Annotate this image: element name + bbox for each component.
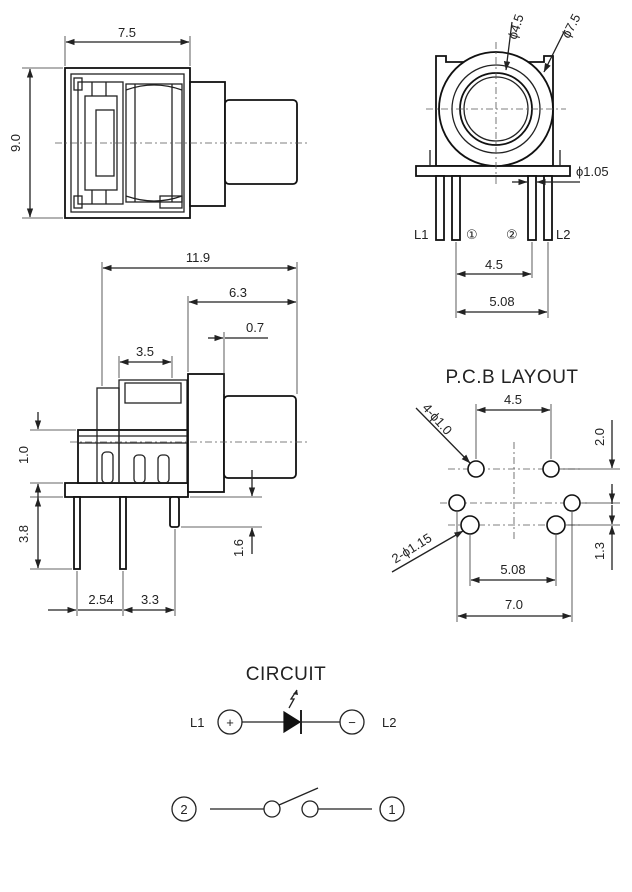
pcb-hole-bottom-right: [546, 515, 566, 535]
dim-cap-step: 0.7: [246, 320, 264, 335]
top-view-cap: [224, 99, 298, 185]
led-emission-icon: [288, 689, 298, 709]
front-view: ϕ4.5 ϕ7.5 ϕ1.05 L1 ① ② L2 4.5 5.08: [414, 11, 609, 318]
pin-l2: [543, 175, 553, 241]
side-pin-back: [119, 496, 127, 570]
switch-contact-left: [263, 800, 281, 818]
dim-peg-length: 1.6: [231, 539, 246, 557]
circuit-title: CIRCUIT: [246, 664, 327, 685]
pcb-hole-top-left: [467, 460, 485, 478]
dim-pcb-bottom-pitch: 5.08: [500, 562, 525, 577]
label-l1: L1: [414, 227, 428, 242]
circuit: CIRCUIT L1 + − L2 2 1: [171, 664, 405, 822]
dim-lens-diameter: ϕ4.5: [505, 12, 527, 41]
label-pin1: ①: [466, 227, 478, 242]
side-peg: [169, 496, 180, 528]
dim-pitch-outer: 5.08: [489, 294, 514, 309]
dim-inner-length: 3.5: [136, 344, 154, 359]
circuit-minus-sign: −: [348, 715, 356, 730]
pcb-hole-top-right: [542, 460, 560, 478]
dim-overall-length: 11.9: [186, 250, 210, 265]
circuit-switch-terminal-1: [379, 796, 405, 822]
circuit-switch-label-1: 1: [388, 802, 395, 817]
switch-contact-right: [301, 800, 319, 818]
side-view-base: [64, 482, 189, 498]
pcb-layout-title: P.C.B LAYOUT: [445, 367, 578, 388]
circuit-minus-terminal: [339, 709, 365, 735]
dim-pcb-bottom-offset: 1.3: [592, 542, 607, 560]
dim-pin-diameter: ϕ1.05: [576, 164, 609, 179]
pin-2: [527, 175, 537, 241]
pin-1: [451, 175, 461, 241]
side-pin-front: [73, 496, 81, 570]
led-symbol: [283, 710, 302, 734]
dim-pitch-inner: 4.5: [485, 257, 503, 272]
circuit-plus-sign: +: [226, 715, 234, 730]
dim-peg-offset: 3.3: [141, 592, 159, 607]
circuit-l2-label: L2: [382, 715, 396, 730]
dim-pcb-top-offset: 2.0: [592, 428, 607, 446]
pcb-hole-mid-right: [563, 494, 581, 512]
dim-pin-pitch: 2.54: [88, 592, 113, 607]
circuit-switch-label-2: 2: [180, 802, 187, 817]
side-view-cap: [223, 395, 297, 479]
circuit-switch-terminal-2: [171, 796, 197, 822]
pcb-layout: P.C.B LAYOUT 4.5 4-ϕ1.0 2.0 1.3: [389, 367, 620, 622]
dim-cap-diameter: ϕ7.5: [558, 11, 583, 40]
top-view: 7.5 9.0: [8, 25, 308, 219]
dim-cap-length: 6.3: [229, 285, 247, 300]
dim-top-height: 9.0: [8, 134, 23, 152]
label-l2: L2: [556, 227, 570, 242]
dim-top-width: 7.5: [118, 25, 136, 40]
dim-pcb-top-pitch: 4.5: [504, 392, 522, 407]
switch-lever: [278, 787, 319, 806]
dim-top-step: 1.0: [16, 446, 31, 464]
pin-l1: [435, 175, 445, 241]
front-view-base: [415, 165, 571, 177]
dim-pcb-top-holes: 4-ϕ1.0: [419, 400, 455, 437]
pcb-hole-mid-left: [448, 494, 466, 512]
circuit-l1-label: L1: [190, 715, 204, 730]
side-view: 11.9 6.3 0.7 3.5 1.0 3.8 1.6 2.5: [16, 250, 308, 616]
top-view-cap-collar: [189, 81, 226, 207]
label-pin2: ②: [506, 227, 518, 242]
side-view-cap-collar: [187, 373, 225, 493]
dim-pin-length: 3.8: [16, 525, 31, 543]
dim-pcb-overall-width: 7.0: [505, 597, 523, 612]
pcb-hole-bottom-left: [460, 515, 480, 535]
